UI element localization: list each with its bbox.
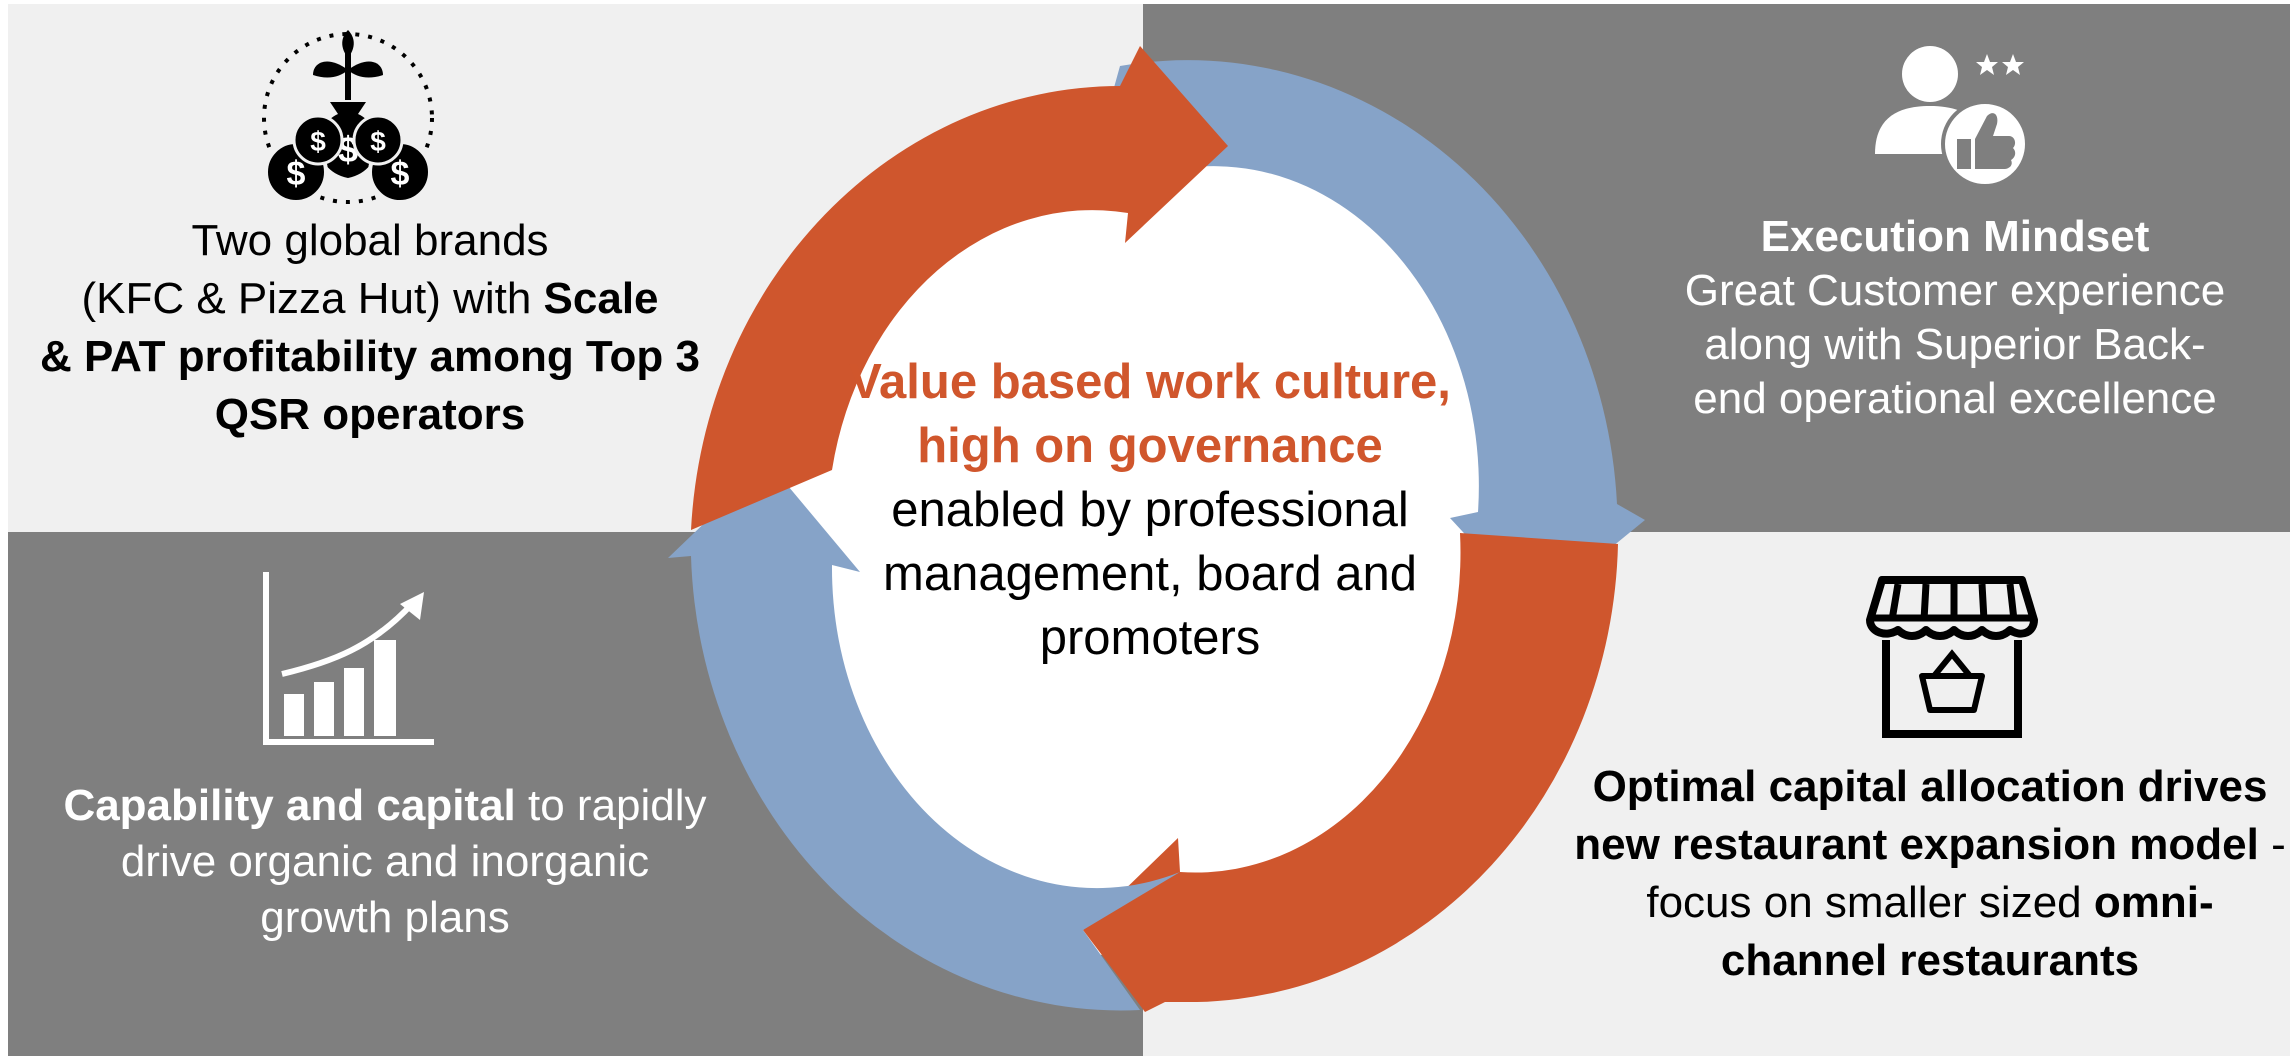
capital-allocation-plain: - focus on smaller sized	[1646, 820, 2286, 927]
top-left-line2: (KFC & Pizza Hut) with	[81, 274, 544, 323]
capital-allocation-bold: Optimal capital allocation drives new re…	[1574, 762, 2268, 869]
top-left-line1: Two global brands	[191, 216, 549, 265]
storefront-basket-icon	[1866, 576, 2038, 738]
bottom-left-text: Capability and capital to rapidly drive …	[60, 778, 710, 946]
arc-blue-bottom-left	[668, 462, 1180, 1011]
cycle-backdrop	[740, 119, 1580, 959]
top-left-scale: Scale	[543, 274, 659, 323]
cycle-diagram	[668, 46, 1645, 1012]
svg-text:$: $	[370, 126, 386, 157]
execution-heading: Execution Mindset	[1760, 212, 2150, 261]
svg-text:$: $	[391, 155, 410, 193]
capability-bold: Capability and capital	[63, 781, 516, 830]
arc-orange-top-left	[691, 46, 1228, 530]
top-left-text: Two global brands (KFC & Pizza Hut) with…	[40, 212, 700, 444]
arc-blue-top-right	[1080, 60, 1645, 611]
execution-body: Great Customer experience along with Sup…	[1684, 266, 2226, 423]
growth-bar-chart-icon	[263, 572, 434, 745]
arc-orange-right	[1083, 533, 1618, 1012]
top-right-text: Execution Mindset Great Customer experie…	[1680, 210, 2230, 426]
svg-text:$: $	[310, 126, 326, 157]
svg-text:$: $	[287, 155, 306, 193]
top-left-bold-rest: & PAT profitability among Top 3 QSR oper…	[40, 332, 700, 439]
user-thumbs-up-stars-icon	[1875, 46, 2029, 188]
omni-channel-bold: omni-channel restaurants	[1720, 878, 2214, 985]
bottom-right-text: Optimal capital allocation drives new re…	[1570, 758, 2290, 990]
center-statement: Value based work culture, high on govern…	[840, 350, 1460, 670]
money-bag-growth-icon: $ $ $ $ $	[262, 30, 434, 204]
capability-plain: to rapidly drive organic and inorganic g…	[120, 781, 707, 942]
center-rest: enabled by professional management, boar…	[883, 483, 1417, 665]
center-highlight: Value based work culture, high on govern…	[849, 355, 1451, 473]
